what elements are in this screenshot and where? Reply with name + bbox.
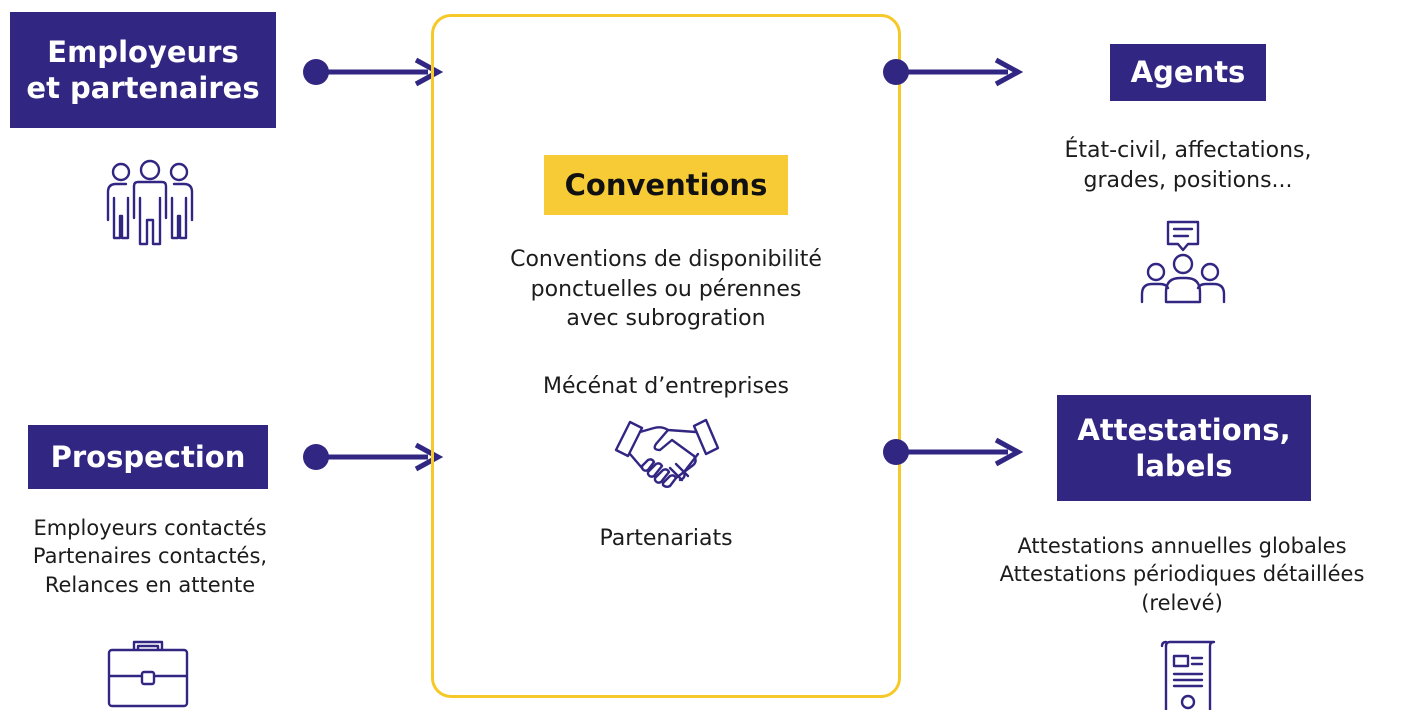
conventions-frame (431, 14, 901, 698)
attestations-title-line2: labels (1135, 449, 1233, 483)
agents-line-1: État-civil, affectations, (1064, 138, 1312, 163)
prospection-line-3: Relances en attente (44, 572, 256, 597)
employers-title-line1: Employeurs (47, 34, 239, 69)
attestations-box: Attestations, labels (1057, 395, 1311, 501)
arrow-conventions-to-agents (883, 57, 1024, 87)
arrow-employers-to-conventions (303, 57, 444, 87)
conventions-description: Conventions de disponibilité ponctuelles… (431, 245, 901, 334)
prospection-details: Employeurs contactés Partenaires contact… (0, 514, 300, 599)
prospection-line-2: Partenaires contactés, (32, 544, 268, 569)
people-group-icon (106, 159, 194, 246)
attestations-title-line1: Attestations, (1077, 412, 1291, 447)
agents-line-2: grades, positions... (1083, 167, 1293, 193)
conventions-desc-line-3: avec subrogration (566, 306, 766, 332)
prospection-box: Prospection (28, 425, 268, 489)
agents-details: État-civil, affectations, grades, positi… (1020, 136, 1356, 195)
certificate-document-icon (1160, 640, 1216, 710)
briefcase-icon (107, 640, 189, 708)
conventions-title: Conventions (544, 155, 788, 215)
arrow-prospection-to-conventions (303, 442, 444, 472)
attestations-line-3: (relevé) (1141, 590, 1223, 615)
prospection-title: Prospection (50, 439, 246, 474)
agents-title: Agents (1130, 55, 1246, 90)
mecenat-label: Mécénat d’entreprises (543, 374, 789, 399)
audience-speech-icon (1140, 220, 1226, 304)
handshake-icon (614, 418, 720, 488)
partenariats-label: Partenariats (599, 526, 733, 551)
attestations-line-2: Attestations périodiques détaillées (999, 562, 1365, 587)
conventions-desc-line-1: Conventions de disponibilité (510, 247, 822, 272)
agents-box: Agents (1110, 44, 1266, 101)
prospection-line-1: Employeurs contactés (33, 516, 267, 540)
attestations-line-1: Attestations annuelles globales (1017, 534, 1347, 558)
arrow-conventions-to-attestations (883, 437, 1024, 467)
attestations-details: Attestations annuelles globales Attestat… (960, 532, 1404, 617)
employers-box: Employeurs et partenaires (10, 12, 276, 128)
employers-title-line2: et partenaires (26, 71, 260, 105)
conventions-desc-line-2: ponctuelles ou pérennes (530, 276, 802, 302)
